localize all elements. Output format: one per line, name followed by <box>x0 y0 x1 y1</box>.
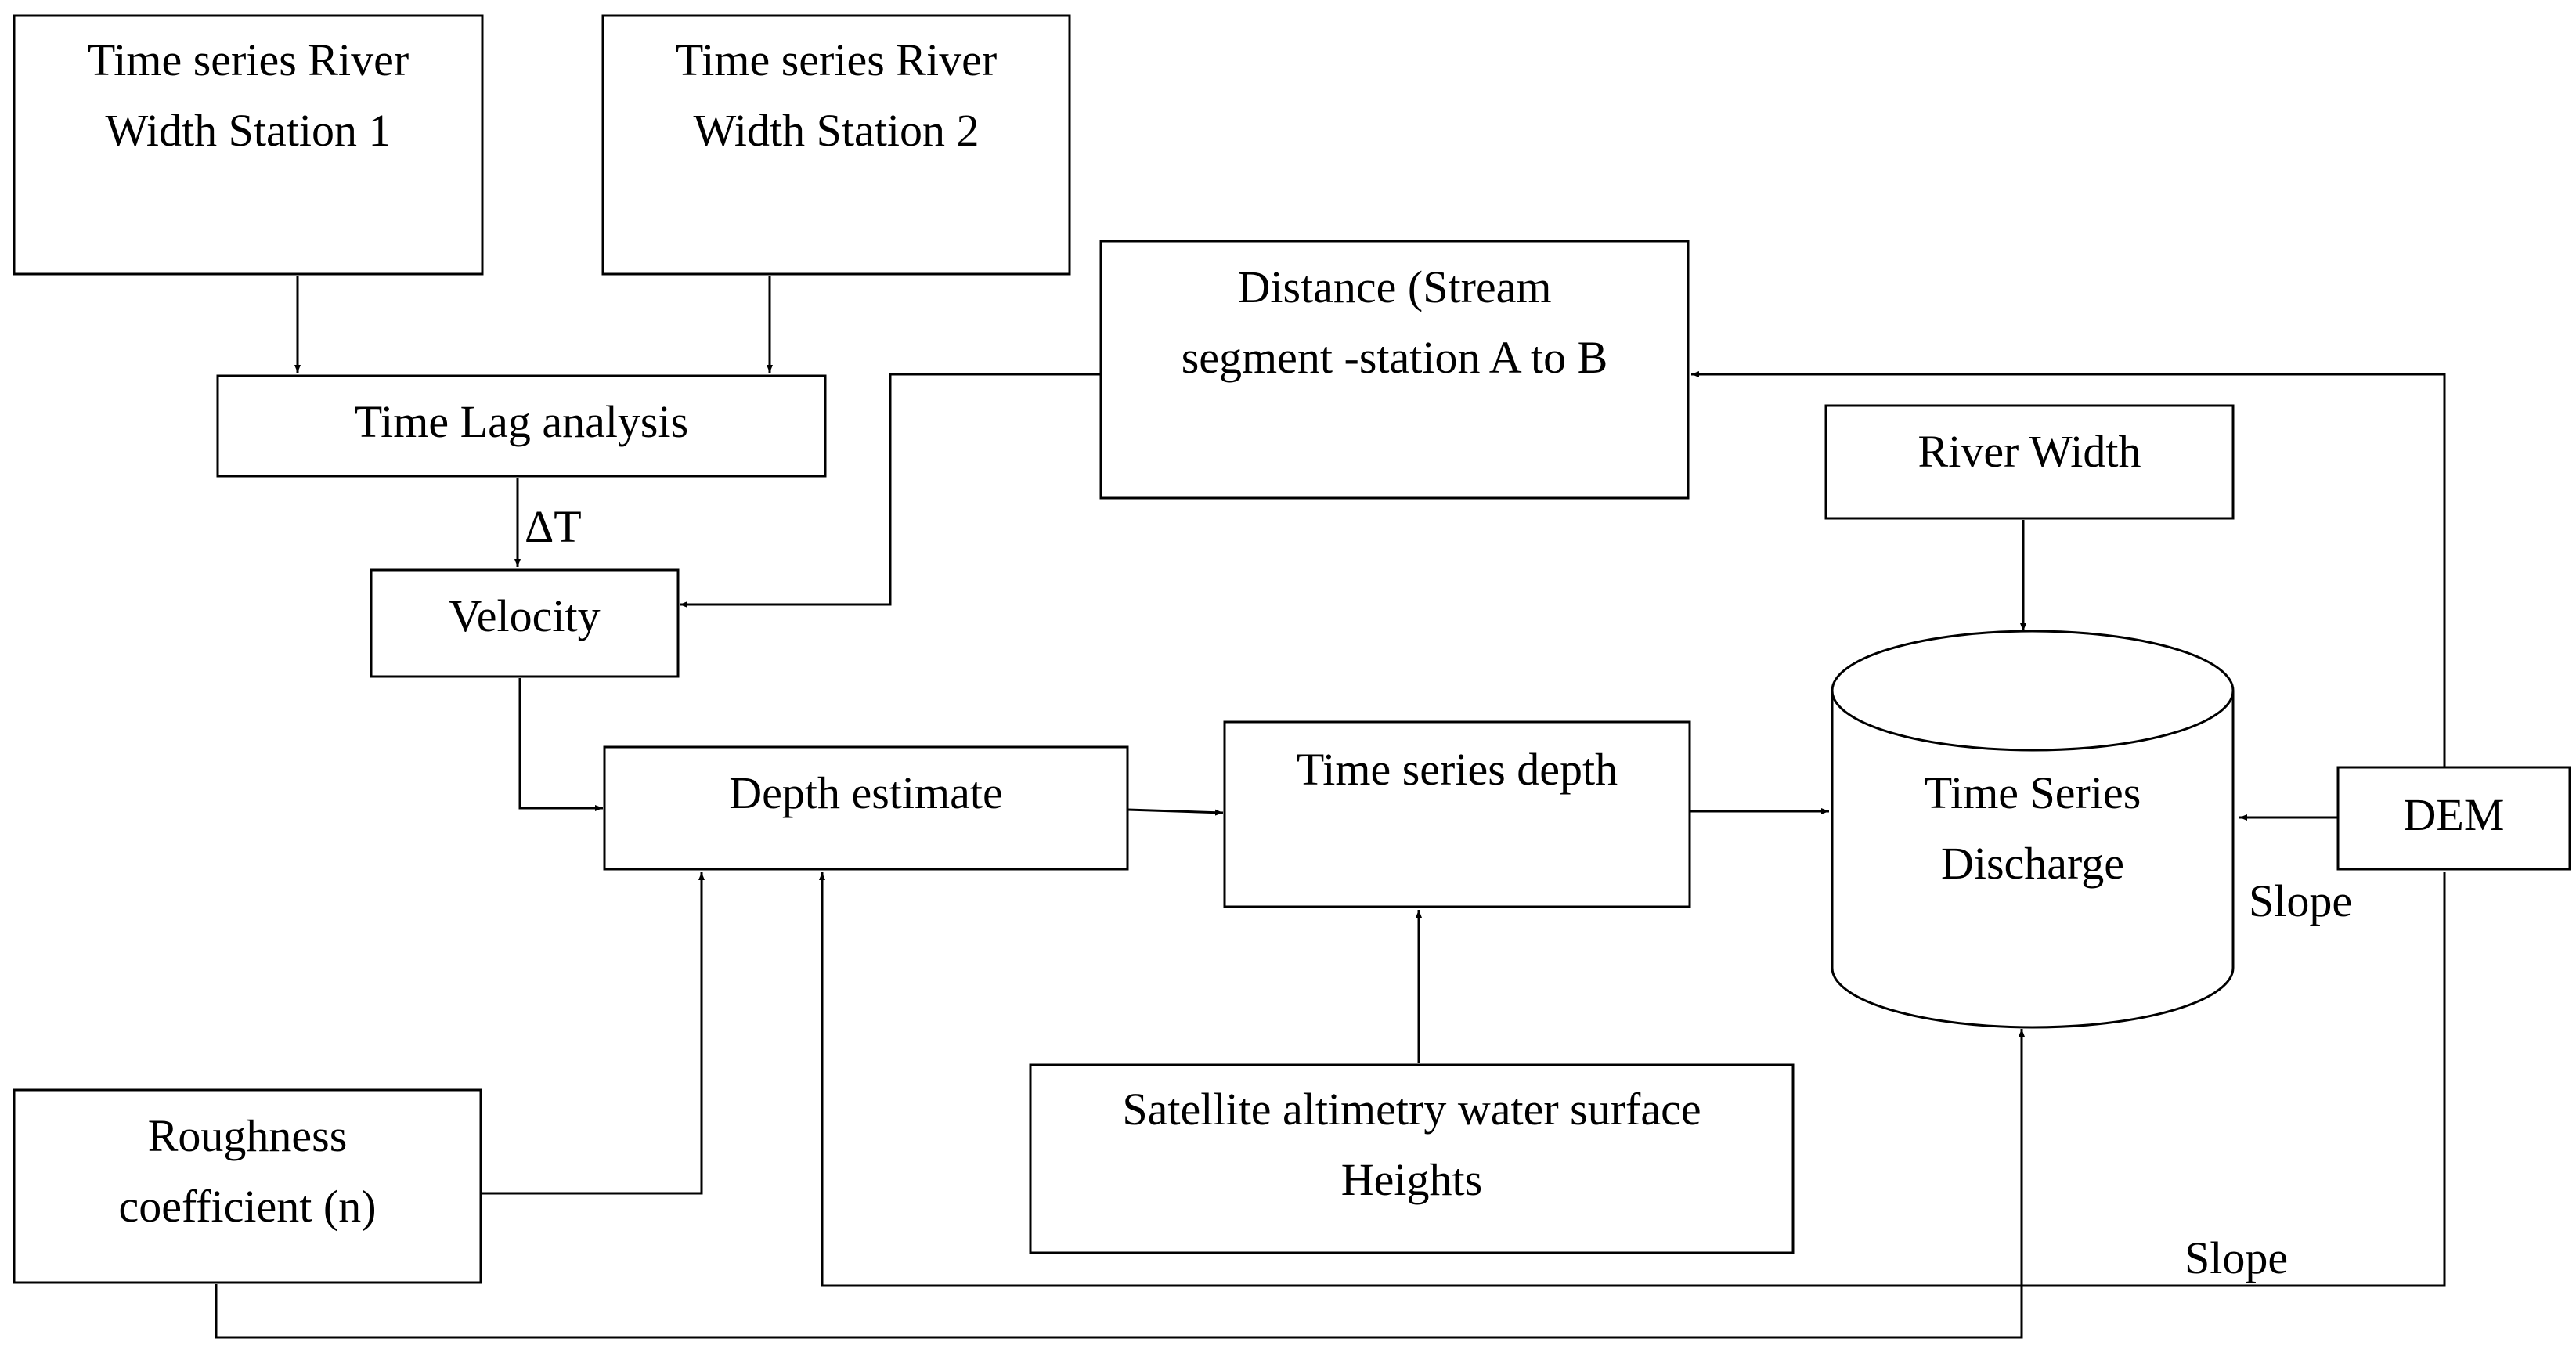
edge-roughness-to-depth-estimate <box>481 872 705 1195</box>
node-time-series-depth[interactable]: Time series depth <box>1223 720 1691 908</box>
edge-roughness-to-discharge <box>215 1029 2025 1339</box>
node-dem-label: DEM <box>2404 789 2505 840</box>
node-depth-estimate[interactable]: Depth estimate <box>603 745 1129 871</box>
node-river-width-label: River Width <box>1918 426 2141 477</box>
node-satellite-altimetry[interactable]: Satellite altimetry water surface Height… <box>1029 1063 1795 1254</box>
node-time-series-discharge[interactable]: Time Series Discharge <box>1831 630 2235 1029</box>
node-time-series-discharge-line-2: Discharge <box>1941 838 2124 889</box>
node-width-station-2-line-2: Width Station 2 <box>694 105 980 156</box>
node-width-station-1-line-2: Width Station 1 <box>106 105 391 156</box>
node-width-station-2-line-1: Time series River <box>676 34 997 85</box>
node-width-station-1-line-1: Time series River <box>88 34 409 85</box>
node-time-lag-analysis[interactable]: Time Lag analysis <box>216 374 827 478</box>
node-width-station-1[interactable]: Time series River Width Station 1 <box>13 14 484 276</box>
node-width-station-2[interactable]: Time series River Width Station 2 <box>601 14 1071 276</box>
node-dem[interactable]: DEM <box>2336 766 2571 871</box>
node-distance-line-2: segment -station A to B <box>1182 332 1608 383</box>
node-time-series-depth-label: Time series depth <box>1297 744 1618 795</box>
node-velocity[interactable]: Velocity <box>370 568 680 678</box>
edge-label-slope-bottom: Slope <box>2185 1232 2288 1283</box>
node-time-lag-analysis-label: Time Lag analysis <box>355 396 688 447</box>
node-roughness-line-1: Roughness <box>148 1110 348 1161</box>
node-roughness-line-2: coefficient (n) <box>118 1181 376 1232</box>
node-altimetry-line-2: Heights <box>1341 1154 1482 1205</box>
node-altimetry-line-1: Satellite altimetry water surface <box>1122 1084 1701 1135</box>
edge-label-delta-t: ΔT <box>525 501 582 552</box>
edge-depth-estimate-to-time-series-depth <box>1127 808 1224 816</box>
node-distance[interactable]: Distance (Stream segment -station A to B <box>1099 240 1690 500</box>
node-distance-line-1: Distance (Stream <box>1237 262 1551 312</box>
node-velocity-label: Velocity <box>449 590 600 641</box>
node-roughness-coefficient[interactable]: Roughness coefficient (n) <box>13 1088 482 1284</box>
node-depth-estimate-label: Depth estimate <box>729 767 1003 818</box>
edge-dem-slope-to-depth-estimate <box>819 872 2446 1287</box>
edge-label-slope-right: Slope <box>2249 875 2352 926</box>
node-river-width[interactable]: River Width <box>1824 404 2235 520</box>
edges <box>215 276 2446 1339</box>
node-time-series-discharge-line-1: Time Series <box>1925 767 2141 818</box>
edge-dem-to-distance <box>1691 371 2446 767</box>
edge-velocity-to-depth-estimate <box>518 678 603 811</box>
edge-distance-to-velocity <box>680 373 1101 608</box>
